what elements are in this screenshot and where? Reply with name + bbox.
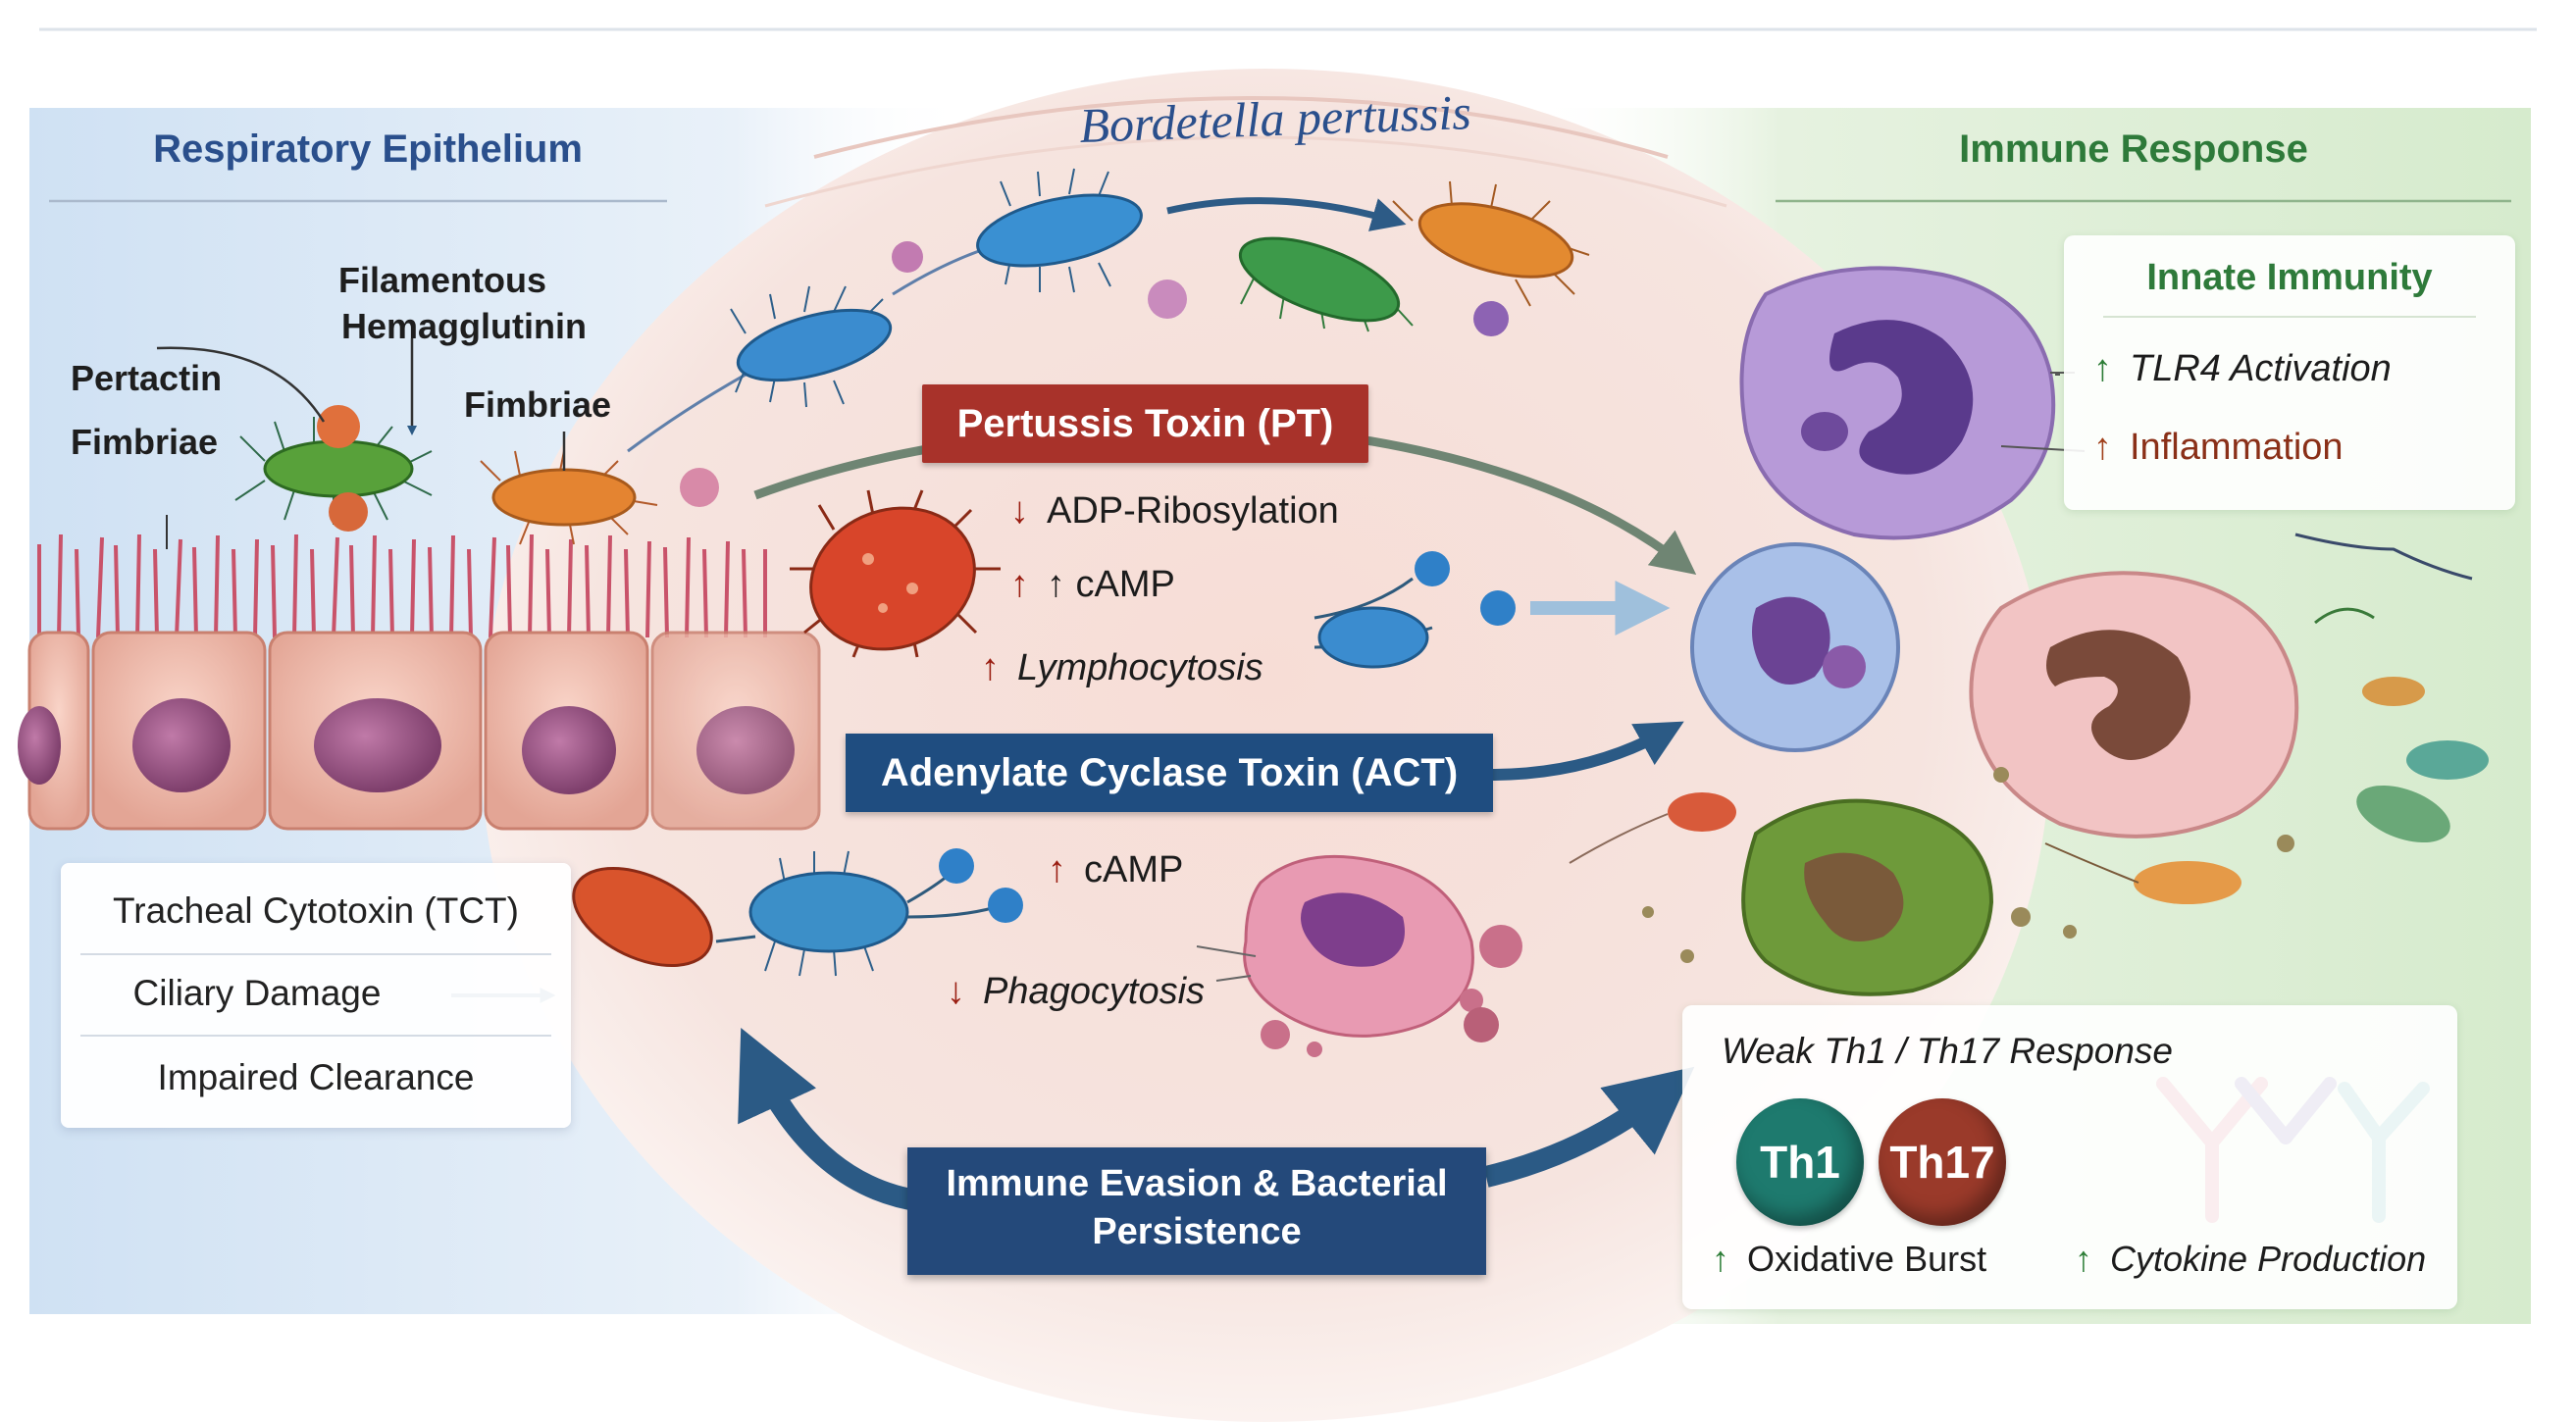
adaptive-item-text: Oxidative Burst (1747, 1239, 1987, 1279)
up-arrow-icon: ↑ (2093, 427, 2112, 468)
down-arrow-icon: ↓ (1010, 490, 1029, 532)
th1-cell: Th1 (1736, 1098, 1864, 1226)
act-box: Adenylate Cyclase Toxin (ACT) (846, 734, 1493, 812)
macrophage-large (1969, 571, 2299, 839)
oxidative-burst: ↑ Oxidative Burst (1712, 1239, 1986, 1280)
evasion-line2: Persistence (1092, 1211, 1302, 1252)
up-arrow-icon: ↑ (1048, 849, 1066, 890)
pt-effect-text: Lymphocytosis (1017, 647, 1263, 688)
damaged-macrophage (1196, 854, 1522, 1057)
pt-effect-text: ADP-Ribosylation (1047, 490, 1339, 532)
evasion-line1: Immune Evasion & Bacterial (946, 1163, 1448, 1204)
adaptive-item-text: Cytokine Production (2110, 1239, 2427, 1279)
evasion-right-arrow (1483, 1066, 1695, 1188)
migrating-bacteria (627, 168, 1590, 453)
impaired-clearance-label: Impaired Clearance (157, 1057, 475, 1097)
pertussis-toxin-box: Pertussis Toxin (PT) (922, 384, 1368, 463)
ciliary-damage-label: Ciliary Damage (132, 973, 382, 1013)
fimbriae-right-label: Fimbriae (464, 384, 612, 425)
epithelial-cells (18, 631, 821, 831)
act-effect-text: cAMP (1084, 849, 1184, 890)
innate-immunity-panel: Innate Immunity ↑ TLR4 Activation ↑ Inflam… (2064, 235, 2515, 510)
immune-response-header: Immune Response (1959, 127, 2308, 171)
pertactin-label: Pertactin (71, 358, 223, 398)
up-arrow-icon: ↑ (2075, 1239, 2092, 1279)
eosinophil-green (1741, 798, 1994, 996)
weak-th-response-title: Weak Th1 / Th17 Response (1722, 1031, 2174, 1071)
tlr4-activation: ↑ TLR4 Activation (2093, 348, 2392, 390)
inflammation: ↑ Inflammation (2093, 427, 2344, 469)
down-arrow-icon: ↓ (947, 971, 965, 1012)
pt-effect-text: ↑ cAMP (1047, 564, 1175, 605)
pt-effect-lymphocytosis: ↑ Lymphocytosis (981, 647, 1263, 689)
adaptive-response-panel: Weak Th1 / Th17 Response Th1 Th17 ↑ Oxida… (1682, 1005, 2457, 1309)
filamentous-label: Filamentous (338, 260, 547, 300)
innate-title: Innate Immunity (2146, 257, 2433, 298)
immune-evasion-box: Immune Evasion & Bacterial Persistence (907, 1147, 1486, 1275)
up-arrow-icon: ↑ (1010, 564, 1029, 605)
th17-cell: Th17 (1879, 1098, 2006, 1226)
tct-panel: Tracheal Cytotoxin (TCT) Ciliary Damage … (61, 863, 571, 1128)
up-arrow-icon: ↑ (981, 647, 1000, 688)
evasion-left-arrow (738, 1028, 924, 1212)
cytokine-production: ↑ Cytokine Production (2075, 1239, 2426, 1280)
act-effect-camp: ↑ cAMP (1048, 849, 1183, 891)
hemagglutinin-label: Hemagglutinin (341, 306, 587, 346)
act-effect-phagocytosis: ↓ Phagocytosis (947, 971, 1205, 1013)
respiratory-epithelium-header: Respiratory Epithelium (153, 127, 583, 171)
act-effect-text: Phagocytosis (983, 971, 1206, 1012)
act-bacteria (572, 848, 1023, 977)
tct-title: Tracheal Cytotoxin (TCT) (113, 890, 519, 931)
pt-effect-camp: ↑ ↑ cAMP (1010, 564, 1175, 606)
fimbriae-left-label: Fimbriae (71, 422, 219, 462)
up-arrow-icon: ↑ (2093, 348, 2112, 389)
pt-bacteria-cells (790, 489, 1671, 669)
scattered-debris (1569, 533, 2489, 963)
up-arrow-icon: ↑ (1712, 1239, 1729, 1279)
cilia (37, 534, 767, 638)
neutrophil-large (1739, 266, 2086, 540)
act-to-immune-arrow (1490, 721, 1684, 781)
innate-item-text: Inflammation (2130, 427, 2344, 468)
adherent-bacteria (156, 338, 719, 549)
neutrophil-blue (1690, 542, 1900, 752)
pt-effect-adp: ↓ ADP-Ribosylation (1010, 490, 1339, 533)
innate-item-text: TLR4 Activation (2130, 348, 2392, 389)
